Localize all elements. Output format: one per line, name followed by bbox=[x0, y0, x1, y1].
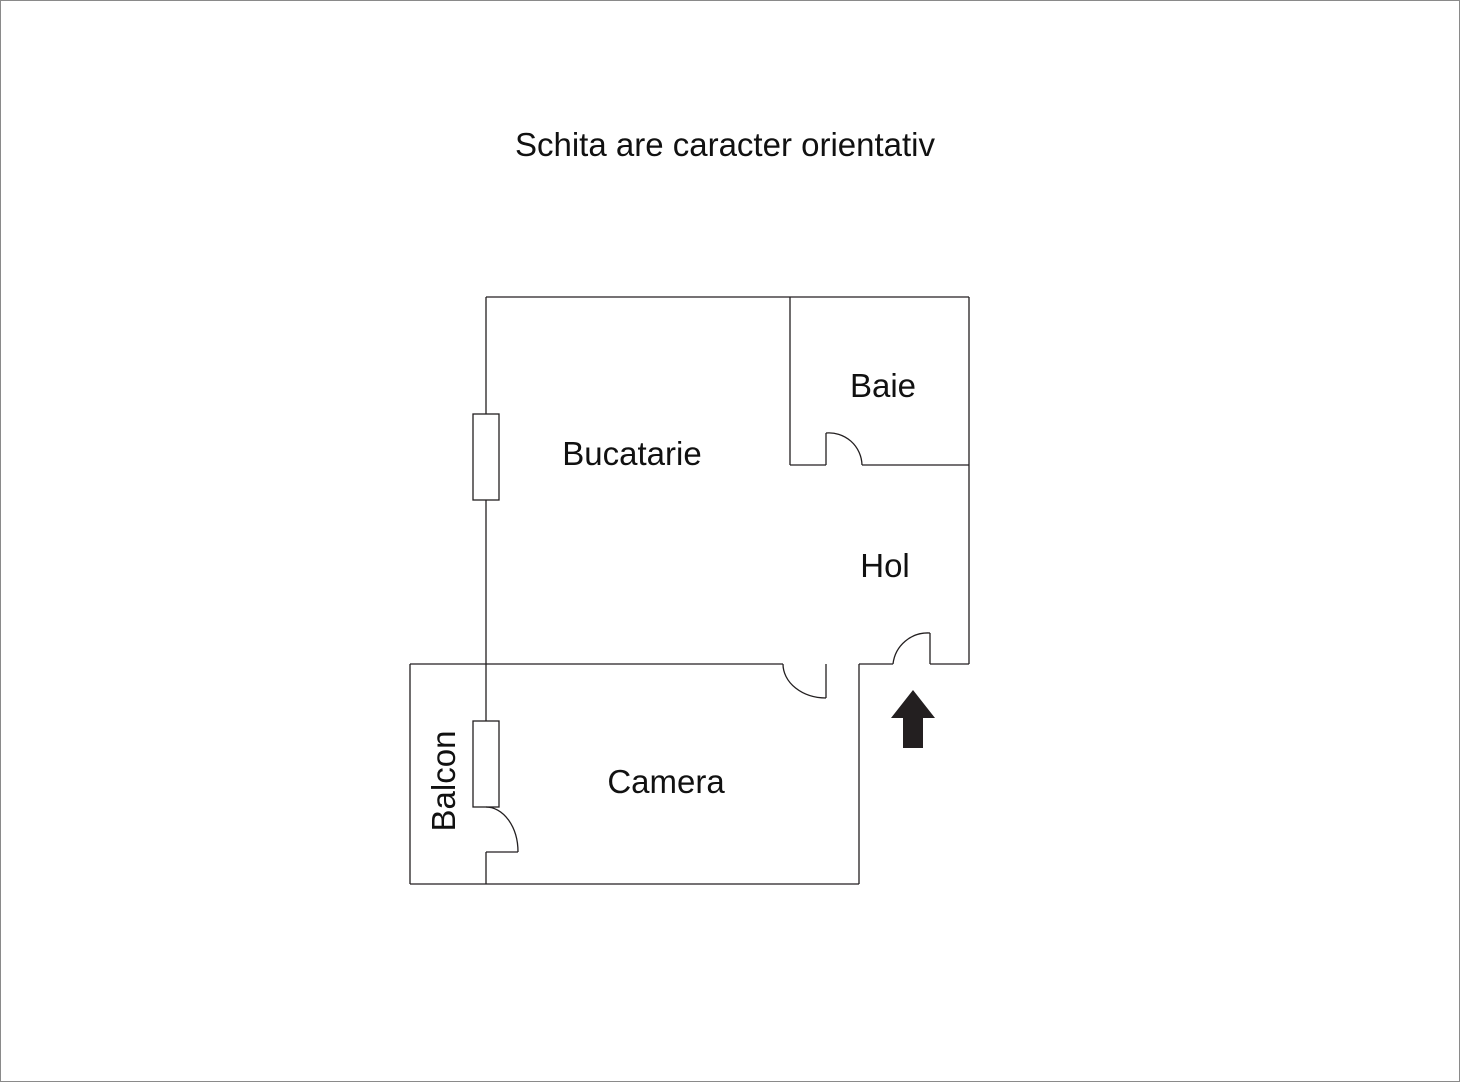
door-entrance-swing bbox=[892, 632, 931, 665]
label-bucatarie: Bucatarie bbox=[562, 435, 701, 472]
label-baie: Baie bbox=[850, 367, 916, 404]
label-hol: Hol bbox=[860, 547, 910, 584]
door-camera-swing bbox=[782, 663, 827, 699]
door-baie-swing bbox=[825, 432, 863, 466]
up-arrow-icon bbox=[891, 690, 935, 748]
door-balcon-swing bbox=[485, 806, 519, 853]
label-balcon: Balcon bbox=[425, 731, 462, 832]
label-camera: Camera bbox=[607, 763, 725, 800]
disclaimer-caption: Schita are caracter orientativ bbox=[514, 126, 936, 163]
window-camera bbox=[472, 720, 500, 808]
window-bucatarie bbox=[472, 413, 500, 501]
